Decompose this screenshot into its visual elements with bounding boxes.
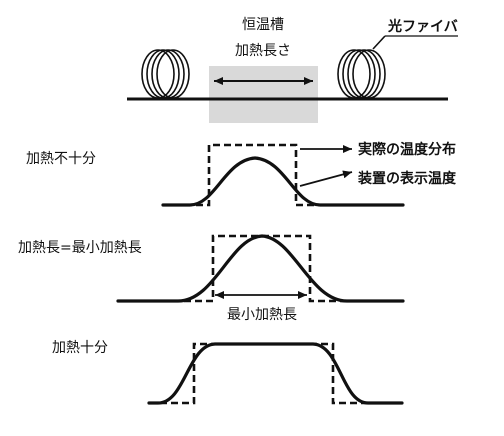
heating-chamber [209,66,318,123]
actual-temperature-curve [116,234,405,303]
legend-device-temperature: 装置の表示温度 [357,170,457,187]
case-label-minimum: 加熱長=最小加熱長 [18,240,142,256]
actual-temperature-curve [147,342,404,405]
device-temperature-rect [118,234,403,303]
minimum-length-label: 最小加熱長 [227,307,297,323]
legend-actual-distribution: 実際の温度分布 [358,141,456,158]
chamber-label: 恒温槽 [242,17,284,33]
fiber-label-pointer [372,35,386,50]
case-label-sufficient: 加熱十分 [52,340,108,356]
fiber-coil-right [337,49,386,99]
device-temperature-rect [149,342,402,405]
fiber-setup: 恒温槽 加熱長さ 光ファイバ [127,17,458,123]
case-insufficient-heating: 加熱不十分 実際の温度分布 装置の表示温度 [26,141,457,207]
case-minimum-heating-length: 加熱長=最小加熱長 最小加熱長 [18,234,405,323]
legend-pointer-device [299,170,353,187]
case-sufficient-heating: 加熱十分 [52,340,404,405]
actual-temperature-curve [161,156,405,207]
fiber-coil-left [141,49,190,99]
case-label-insufficient: 加熱不十分 [26,151,96,167]
heating-length-label: 加熱長さ [235,43,291,59]
fiber-label: 光ファイバ [387,18,458,35]
